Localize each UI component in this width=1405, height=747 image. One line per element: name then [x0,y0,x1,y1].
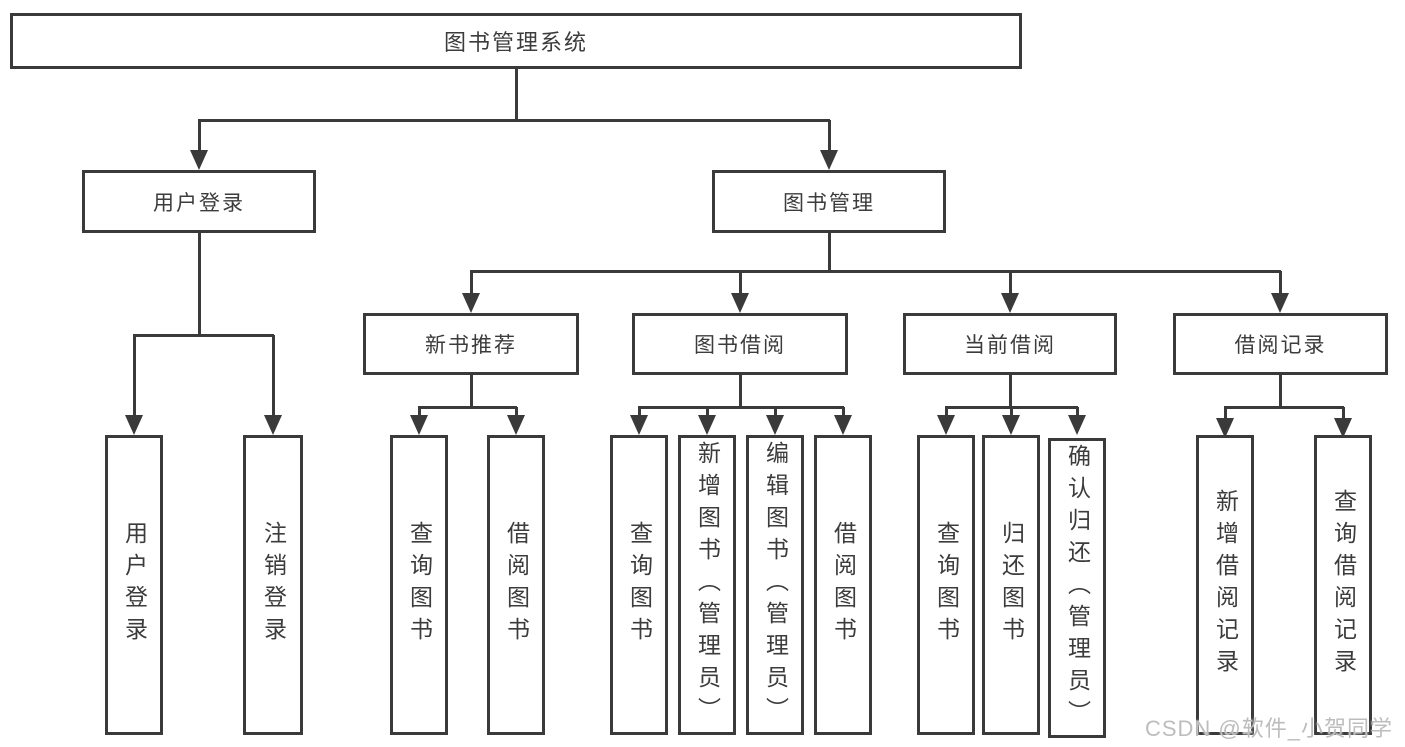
node-leaf-bb-borrow-book: 借阅图书 [814,435,872,735]
connector-stem-book-management [828,233,831,271]
node-leaf-nbr-borrow-book: 借阅图书 [487,435,545,735]
connector-stem-root [515,69,518,120]
node-leaf-bb-query-book: 查询图书 [610,435,668,735]
connector-drop-user-login-group-1 [272,335,275,417]
node-label-leaf-cb-return-book: 归还图书 [998,521,1025,649]
connector-drop-book-borrowing-3 [842,407,845,417]
connector-drop-borrowing-records-1 [1342,407,1345,420]
connector-drop-new-book-recommend-0 [418,407,421,417]
connector-drop-new-book-recommend-1 [515,407,518,417]
node-leaf-cb-confirm: 确认归还（管理员） [1048,438,1106,738]
connector-rail-new-book-recommend [418,406,517,409]
connector-drop-book-management-1 [739,271,742,295]
node-leaf-bb-add-book: 新增图书（管理员） [678,435,736,735]
node-label-leaf-bb-add-book: 新增图书（管理员） [694,441,721,729]
connector-drop-root-0 [198,120,201,152]
node-label-leaf-nbr-borrow-book: 借阅图书 [503,521,530,649]
connector-rail-book-management [470,270,1281,273]
node-leaf-br-add-record: 新增借阅记录 [1196,435,1254,735]
arrow-down-icon-current-borrowing-1 [1002,415,1020,435]
node-label-leaf-logout: 注销登录 [260,521,287,649]
node-label-leaf-bb-edit-book: 编辑图书（管理员） [762,441,789,729]
arrow-down-icon-borrowing-records-0 [1216,418,1234,438]
arrow-down-icon-user-login-group-0 [125,415,143,435]
node-book-management: 图书管理 [712,170,946,233]
arrow-down-icon-new-book-recommend-0 [410,415,428,435]
arrow-down-icon-book-borrowing-1 [698,415,716,435]
connector-drop-current-borrowing-1 [1010,407,1013,417]
arrow-down-icon-book-management-0 [462,293,480,313]
node-label-new-book-recommend: 新书推荐 [425,334,517,357]
connector-drop-current-borrowing-0 [945,407,948,417]
node-leaf-bb-edit-book: 编辑图书（管理员） [746,435,804,735]
node-label-leaf-user-login: 用户登录 [121,521,148,649]
connector-drop-book-borrowing-2 [774,407,777,417]
arrow-down-icon-current-borrowing-2 [1068,415,1086,435]
connector-drop-current-borrowing-2 [1076,407,1079,417]
arrow-down-icon-book-management-3 [1271,293,1289,313]
arrow-down-icon-book-borrowing-0 [630,415,648,435]
connector-drop-root-1 [828,120,831,152]
node-label-leaf-br-add-record: 新增借阅记录 [1212,489,1239,681]
arrow-down-icon-root-0 [190,150,208,170]
connector-drop-book-management-3 [1279,271,1282,295]
node-label-root: 图书管理系统 [443,30,588,55]
node-new-book-recommend: 新书推荐 [363,313,579,375]
node-user-login-group: 用户登录 [82,170,316,233]
connector-rail-user-login-group [133,334,274,337]
arrow-down-icon-book-management-2 [1001,293,1019,313]
node-borrowing-records: 借阅记录 [1173,313,1388,375]
arrow-down-icon-user-login-group-1 [264,415,282,435]
connector-rail-root [198,119,830,122]
arrow-down-icon-current-borrowing-0 [937,415,955,435]
node-label-book-management: 图书管理 [783,191,875,215]
node-label-leaf-nbr-query-book: 查询图书 [406,521,433,649]
arrow-down-icon-book-borrowing-2 [766,415,784,435]
arrow-down-icon-borrowing-records-1 [1334,418,1352,438]
arrow-down-icon-new-book-recommend-1 [507,415,525,435]
node-label-leaf-cb-confirm: 确认归还（管理员） [1064,444,1091,732]
connector-drop-user-login-group-0 [133,335,136,417]
arrow-down-icon-root-1 [820,150,838,170]
connector-rail-borrowing-records [1224,406,1344,409]
node-leaf-cb-return-book: 归还图书 [982,435,1040,735]
node-leaf-br-query-record: 查询借阅记录 [1314,435,1372,735]
node-label-book-borrowing: 图书借阅 [694,334,786,357]
node-leaf-logout: 注销登录 [243,435,303,735]
node-label-user-login-group: 用户登录 [153,191,245,215]
node-book-borrowing: 图书借阅 [632,313,848,375]
node-label-borrowing-records: 借阅记录 [1234,334,1327,357]
connector-stem-current-borrowing [1009,375,1012,407]
node-leaf-user-login: 用户登录 [105,435,163,735]
node-label-leaf-cb-query-book: 查询图书 [933,521,960,649]
arrow-down-icon-book-management-1 [731,293,749,313]
node-root: 图书管理系统 [10,13,1022,69]
node-leaf-cb-query-book: 查询图书 [917,435,975,735]
connector-stem-book-borrowing [739,375,742,407]
arrow-down-icon-book-borrowing-3 [834,415,852,435]
node-label-leaf-bb-borrow-book: 借阅图书 [830,521,857,649]
connector-drop-book-management-0 [470,271,473,295]
connector-stem-borrowing-records [1279,375,1282,407]
node-label-current-borrowing: 当前借阅 [964,334,1056,357]
connector-drop-borrowing-records-0 [1224,407,1227,420]
connector-stem-new-book-recommend [470,375,473,407]
node-current-borrowing: 当前借阅 [903,313,1117,375]
connector-rail-book-borrowing [638,406,844,409]
connector-drop-book-borrowing-1 [706,407,709,417]
node-label-leaf-bb-query-book: 查询图书 [626,521,653,649]
connector-drop-book-management-2 [1009,271,1012,295]
node-leaf-nbr-query-book: 查询图书 [390,435,448,735]
connector-drop-book-borrowing-0 [638,407,641,417]
connector-stem-user-login-group [198,233,201,335]
node-label-leaf-br-query-record: 查询借阅记录 [1330,489,1357,681]
